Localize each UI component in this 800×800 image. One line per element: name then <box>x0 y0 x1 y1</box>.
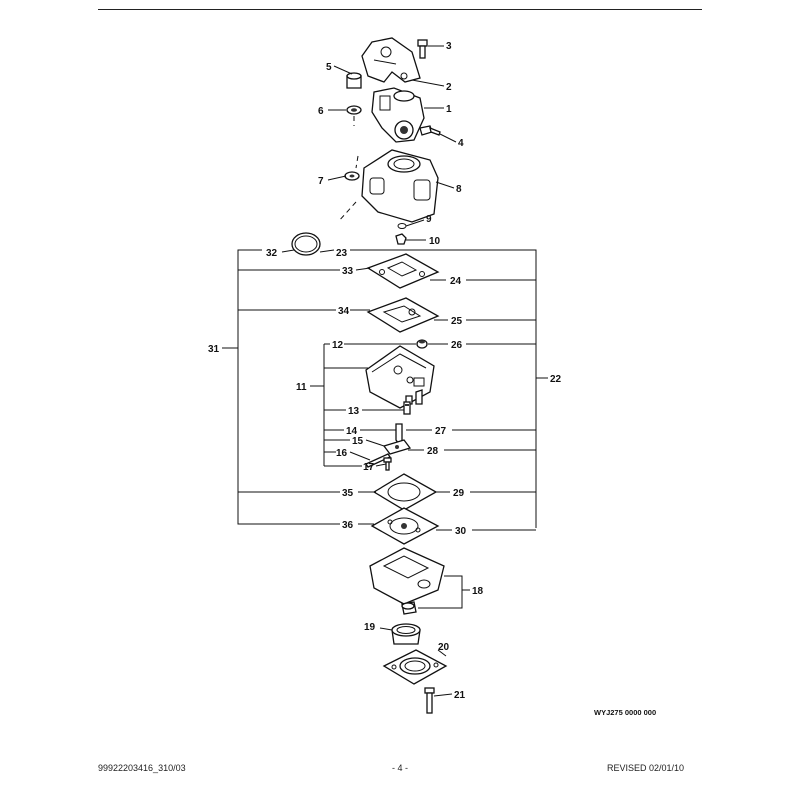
part-11-pump-body <box>365 345 435 409</box>
callout-16: 16 <box>336 448 348 459</box>
callout-7: 7 <box>318 176 324 187</box>
callout-26: 26 <box>451 340 463 351</box>
callout-10: 10 <box>429 236 441 247</box>
part-29-gasket <box>372 473 438 511</box>
callout-27: 27 <box>435 426 447 437</box>
part-4-screw <box>419 125 441 136</box>
callout-21: 21 <box>454 690 466 701</box>
callout-19: 19 <box>364 622 376 633</box>
figure-code: WYJ275 0000 000 <box>594 708 657 717</box>
callout-32: 32 <box>266 248 278 259</box>
callout-24: 24 <box>450 276 462 287</box>
callout-13: 13 <box>348 406 360 417</box>
callout-36: 36 <box>342 520 354 531</box>
callout-9: 9 <box>426 214 432 225</box>
callout-3: 3 <box>446 41 452 52</box>
part-8-carburetor-body <box>337 149 439 223</box>
callout-11: 11 <box>296 382 307 393</box>
callout-5: 5 <box>326 62 332 73</box>
callout-14: 14 <box>346 426 358 437</box>
part-2-bracket <box>361 37 421 83</box>
footer-revised-date: REVISED 02/01/10 <box>606 763 684 773</box>
part-3-screw <box>417 39 428 59</box>
callout-31: 31 <box>208 344 220 355</box>
callout-30: 30 <box>455 526 467 537</box>
callout-17: 17 <box>363 462 375 473</box>
part-13-needle <box>403 401 411 415</box>
part-28-lever <box>382 439 412 455</box>
callout-28: 28 <box>427 446 439 457</box>
callout-4: 4 <box>458 138 464 149</box>
callout-18: 18 <box>472 586 484 597</box>
callout-2: 2 <box>446 82 452 93</box>
part-16-pin <box>365 453 391 468</box>
callout-6: 6 <box>318 106 324 117</box>
top-rule <box>98 9 702 10</box>
callout-33: 33 <box>342 266 354 277</box>
part-25-diaphragm <box>366 297 440 333</box>
callout-23: 23 <box>336 248 348 259</box>
part-1-throttle-body <box>371 87 425 143</box>
callout-35: 35 <box>342 488 354 499</box>
part-24-gasket <box>366 253 440 289</box>
footer-page-number: - 4 - <box>391 763 408 773</box>
callout-34: 34 <box>338 306 350 317</box>
part-17-screw <box>383 457 392 471</box>
footer-doc-number: 99922203416_310/03 <box>98 763 186 773</box>
part-7-clip <box>344 155 360 181</box>
callout-25: 25 <box>451 316 463 327</box>
part-6-washer <box>346 105 362 126</box>
callout-20: 20 <box>438 642 450 653</box>
part-18-cover <box>369 547 445 615</box>
part-5-cap <box>346 72 362 89</box>
callout-29: 29 <box>453 488 465 499</box>
part-23-oring <box>291 232 321 256</box>
part-26-cap <box>416 339 428 349</box>
callout-15: 15 <box>352 436 364 447</box>
callout-labels: 3 2 5 6 1 4 7 8 9 10 32 23 33 24 34 25 3… <box>208 41 562 701</box>
callout-22: 22 <box>550 374 562 385</box>
callout-1: 1 <box>446 104 452 115</box>
part-30-diaphragm <box>370 507 440 545</box>
part-9-oring <box>397 223 407 229</box>
part-10-fitting <box>395 233 407 245</box>
part-19-primer-bulb <box>391 623 421 645</box>
part-20-retainer <box>382 649 448 685</box>
callout-8: 8 <box>456 184 462 195</box>
part-21-screw <box>424 687 435 714</box>
leader-lines <box>222 45 548 697</box>
callout-12: 12 <box>332 340 344 351</box>
